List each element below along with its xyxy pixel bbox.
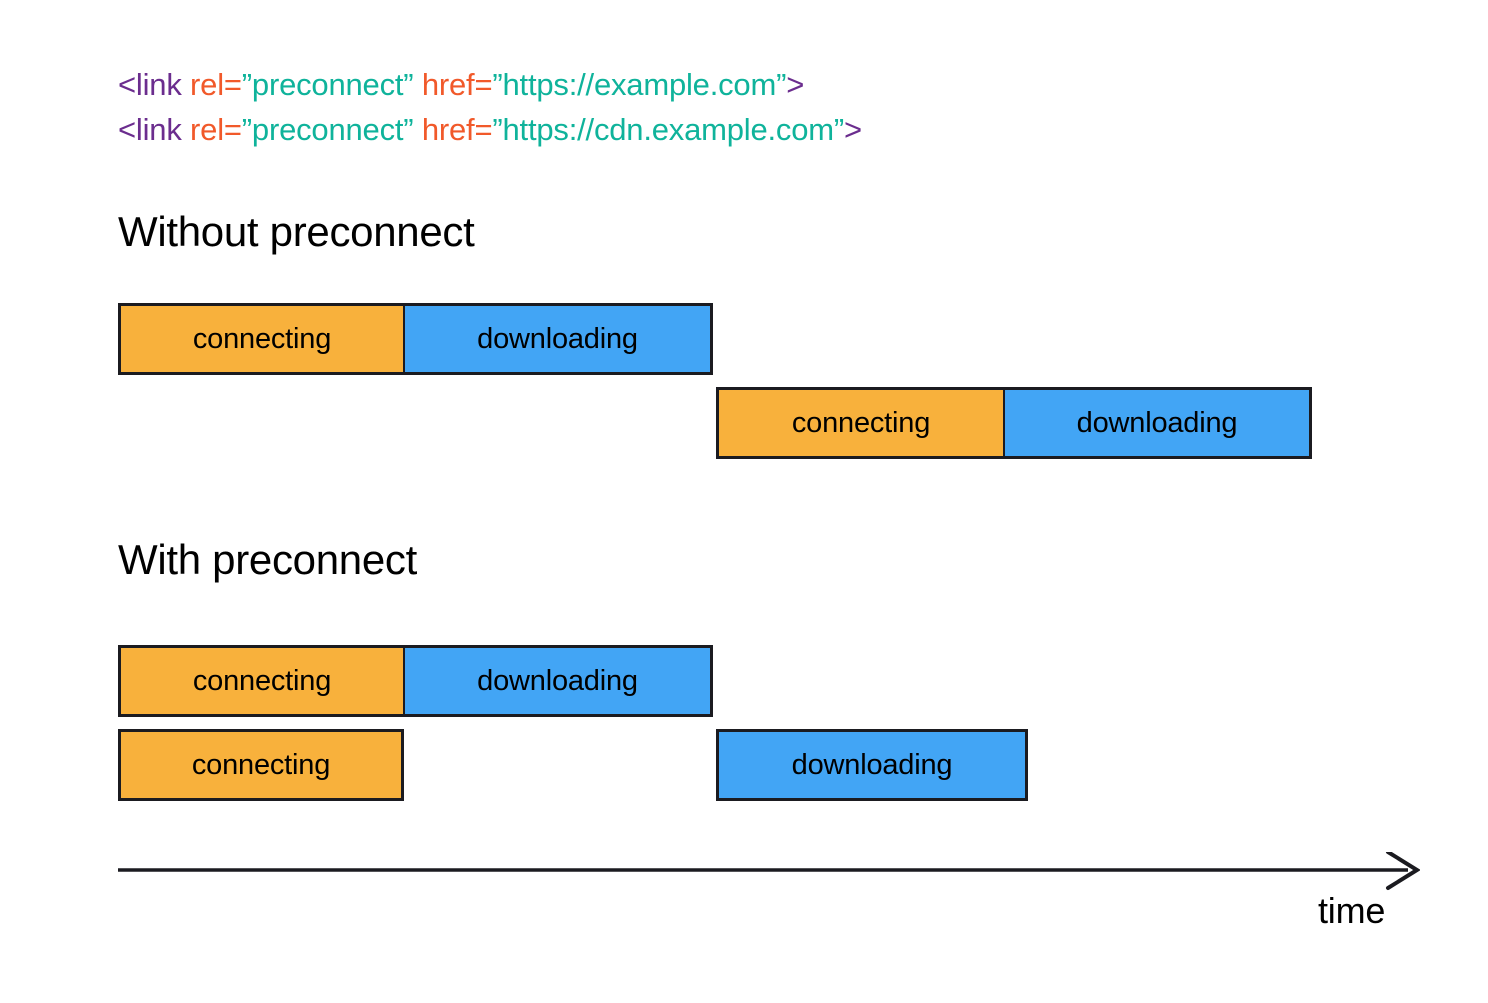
code-value-href: ”https://example.com” (492, 67, 787, 102)
timeline-bar-connecting: connecting (118, 729, 404, 801)
code-value-rel: ”preconnect” (241, 67, 414, 102)
code-tag-open: <link (118, 112, 182, 147)
section-heading-without-preconnect: Without preconnect (118, 208, 475, 255)
timeline-bar-downloading: downloading (404, 303, 713, 375)
timeline-bar-downloading: downloading (1004, 387, 1312, 459)
code-tag-open: <link (118, 67, 182, 102)
code-attr-rel: rel= (181, 67, 242, 102)
code-attr-href: href= (413, 112, 493, 147)
code-attr-rel: rel= (181, 112, 242, 147)
code-line-1: <link rel=”preconnect” href=”https://exa… (118, 62, 862, 107)
timeline-bar-connecting: connecting (118, 645, 404, 717)
timeline-bar-connecting: connecting (118, 303, 404, 375)
code-attr-href: href= (413, 67, 493, 102)
timeline-bar-downloading: downloading (404, 645, 713, 717)
time-axis-label: time (1318, 890, 1386, 931)
code-tag-close: > (844, 112, 862, 147)
arrow-right-icon (118, 852, 1420, 890)
timeline-bar-connecting: connecting (716, 387, 1004, 459)
timeline-bar-downloading: downloading (716, 729, 1028, 801)
code-snippet: <link rel=”preconnect” href=”https://exa… (118, 62, 862, 152)
time-axis (118, 852, 1420, 892)
code-value-rel: ”preconnect” (241, 112, 414, 147)
section-heading-with-preconnect: With preconnect (118, 536, 417, 583)
code-tag-close: > (786, 67, 805, 102)
code-value-href: ”https://cdn.example.com” (492, 112, 845, 147)
code-line-2: <link rel=”preconnect” href=”https://cdn… (118, 107, 862, 152)
